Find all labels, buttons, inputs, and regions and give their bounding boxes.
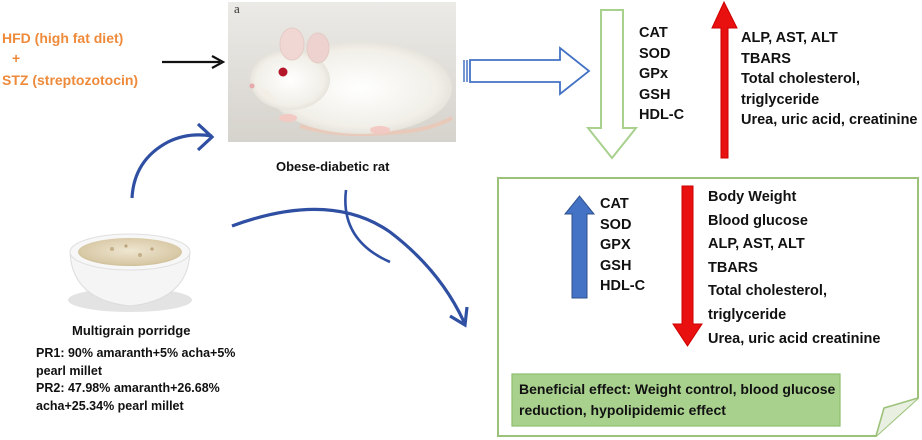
list-item: triglyceride xyxy=(708,306,787,323)
list-item: SOD xyxy=(639,45,671,62)
list-item: ALP, AST, ALT xyxy=(741,30,838,46)
folded-corner-icon xyxy=(875,397,919,437)
list-item: CAT xyxy=(600,196,629,212)
pr1-line-2: pearl millet xyxy=(36,363,102,378)
list-item: triglyceride xyxy=(741,91,820,108)
green-down-arrow-icon xyxy=(585,9,639,160)
list-item: Total cholesterol, xyxy=(708,283,827,300)
list-item: CAT xyxy=(639,25,668,41)
pr2-line-1: PR2: 47.98% amaranth+26.68% xyxy=(36,381,220,395)
list-item: GSH xyxy=(600,257,632,274)
hollow-right-arrow-icon xyxy=(463,46,591,96)
list-item: TBARS xyxy=(708,259,758,276)
diabetic-increased-list: ALP, AST, ALT TBARS Total cholesterol, t… xyxy=(741,28,918,131)
porridge-bowl-photo xyxy=(68,233,192,312)
curved-arrow-to-rat-icon xyxy=(130,122,215,199)
list-item: HDL-C xyxy=(639,107,685,123)
list-item: HDL-C xyxy=(600,278,646,294)
rat-photo xyxy=(228,2,456,142)
list-item: Total cholesterol, xyxy=(741,71,860,87)
list-item: GSH xyxy=(639,86,671,103)
list-item: Body Weight xyxy=(708,189,797,205)
list-item: GPx xyxy=(639,66,669,82)
panel-letter: a xyxy=(234,1,240,16)
list-item: Blood glucose xyxy=(708,212,808,229)
porridge-formulations: PR1: 90% amaranth+5% acha+5% pearl mille… xyxy=(36,345,235,415)
beneficial-effect-text: Beneficial effect: Weight control, blood… xyxy=(519,379,835,421)
curved-arrow-to-treatment-icon xyxy=(231,207,469,328)
beneficial-effect-band xyxy=(511,373,841,427)
red-up-arrow-icon xyxy=(711,0,738,159)
list-item: ALP, AST, ALT xyxy=(708,236,805,253)
hfd-label: HFD (high fat diet) xyxy=(2,30,124,46)
plus-sign: + xyxy=(12,50,21,66)
list-item: SOD xyxy=(600,216,632,233)
pr1-line-1: PR1: 90% amaranth+5% acha+5% xyxy=(36,346,236,360)
curved-line-from-rat-icon xyxy=(344,189,391,264)
stz-label: STZ (streptozotocin) xyxy=(2,72,139,88)
list-item: TBARS xyxy=(741,50,791,67)
beneficial-line-1: Beneficial effect: Weight control, blood… xyxy=(519,381,836,397)
red-down-arrow-icon xyxy=(672,185,703,347)
beneficial-line-2: reduction, hypolipidemic effect xyxy=(519,402,726,418)
blue-up-arrow-icon xyxy=(563,195,596,299)
list-item: Urea, uric acid creatinine xyxy=(708,330,881,347)
diabetic-decreased-list: CAT SOD GPx GSH HDL-C xyxy=(639,23,684,126)
treatment-increased-list: CAT SOD GPX GSH HDL-C xyxy=(600,194,645,297)
rat-caption: Obese-diabetic rat xyxy=(276,159,390,174)
list-item: Urea, uric acid, creatinine xyxy=(741,112,918,128)
list-item: GPX xyxy=(600,237,631,253)
pr2-line-2: acha+25.34% pearl millet xyxy=(36,398,184,413)
black-arrow-icon xyxy=(162,55,226,69)
treatment-decreased-list: Body Weight Blood glucose ALP, AST, ALT … xyxy=(708,186,880,351)
porridge-title: Multigrain porridge xyxy=(72,323,191,338)
